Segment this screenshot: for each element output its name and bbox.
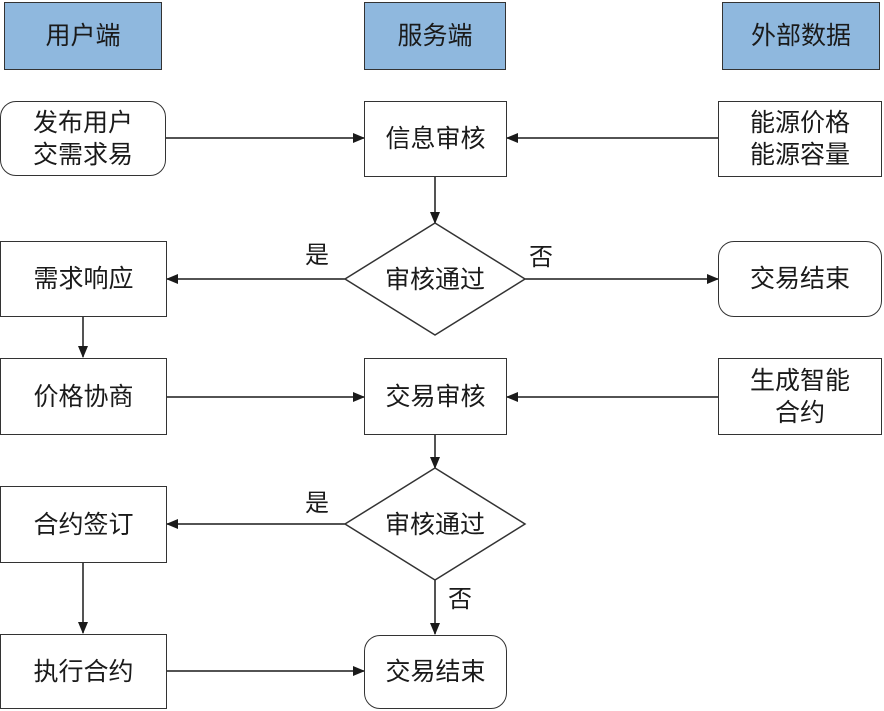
- price-negotiation-box: 价格协商: [0, 358, 167, 435]
- trade-end-box-right: 交易结束: [718, 241, 882, 317]
- no-label-2: 否: [448, 585, 472, 613]
- execute-contract-box: 执行合约: [0, 634, 167, 709]
- header-external-data: 外部数据: [722, 2, 880, 70]
- header-server-side: 服务端: [364, 2, 506, 70]
- demand-response-box: 需求响应: [0, 241, 167, 317]
- trade-end-box-bottom: 交易结束: [364, 635, 507, 709]
- smart-contract-box: 生成智能 合约: [718, 358, 882, 435]
- decision-diamond-2: [343, 467, 527, 581]
- trade-review-box: 交易审核: [364, 358, 507, 435]
- publish-demand-box: 发布用户 交需求易: [0, 101, 166, 176]
- decision-diamond-1: [343, 222, 527, 336]
- yes-label-1: 是: [305, 241, 329, 269]
- header-user-side: 用户端: [4, 2, 162, 70]
- contract-signing-box: 合约签订: [0, 486, 167, 563]
- decision1-label: 审核通过: [385, 265, 485, 294]
- info-review-box: 信息审核: [364, 101, 507, 177]
- no-label-1: 否: [529, 243, 553, 271]
- energy-price-capacity-box: 能源价格 能源容量: [718, 101, 882, 177]
- yes-label-2: 是: [305, 489, 329, 517]
- decision2-label: 审核通过: [385, 510, 485, 539]
